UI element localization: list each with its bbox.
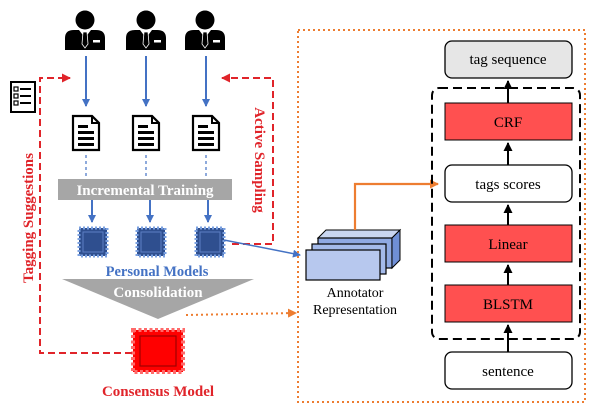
- blstm-label: BLSTM: [483, 297, 533, 313]
- linear-label: Linear: [488, 237, 527, 253]
- document-1-icon: [71, 114, 101, 152]
- annotator-1-icon: [64, 10, 106, 51]
- personal-model-3-icon: [194, 226, 226, 258]
- arrow-models-to-representation: [223, 239, 301, 258]
- personal-models-label: Personal Models: [106, 264, 209, 280]
- tagging-suggestions-arrow: [39, 73, 132, 354]
- annotator-representation-line1: Annotator: [327, 286, 384, 301]
- sentence-box: [444, 351, 573, 390]
- tag-sequence-label: tag sequence: [469, 52, 546, 68]
- crf-layer: [444, 102, 573, 141]
- document-2-icon: [131, 114, 161, 152]
- checklist-icon: [10, 81, 36, 113]
- tags-scores-box: [444, 164, 573, 203]
- incremental-training-label: Incremental Training: [76, 183, 214, 199]
- tags-scores-label: tags scores: [475, 177, 541, 193]
- consensus-model-icon: [131, 328, 185, 374]
- document-3-icon: [191, 114, 221, 152]
- consolidation-funnel: [62, 279, 254, 319]
- blstm-layer: [444, 284, 573, 323]
- consensus-model-label: Consensus Model: [102, 384, 214, 400]
- linear-layer: [444, 224, 573, 263]
- annotator-2-icon: [125, 10, 167, 51]
- personal-model-2-icon: [135, 226, 167, 258]
- arrow-representation-to-tags-scores: [353, 179, 439, 230]
- tag-sequence-box: [444, 40, 573, 79]
- sentence-label: sentence: [482, 364, 534, 380]
- personal-model-1-icon: [77, 226, 109, 258]
- active-sampling-arrow: [221, 73, 274, 245]
- annotator-3-icon: [184, 10, 226, 51]
- annotator-model-container: [297, 29, 586, 403]
- arrow-consensus-to-container: [185, 308, 297, 318]
- consolidation-label: Consolidation: [113, 285, 203, 301]
- annotator-representation-line2: Representation: [313, 303, 397, 318]
- annotator-representation-icon: [305, 228, 402, 281]
- active-sampling-label: Active Sampling: [251, 107, 267, 213]
- incremental-training-bar: [58, 179, 232, 200]
- crf-label: CRF: [494, 115, 522, 131]
- tagging-suggestions-label: Tagging Suggestions: [21, 153, 37, 283]
